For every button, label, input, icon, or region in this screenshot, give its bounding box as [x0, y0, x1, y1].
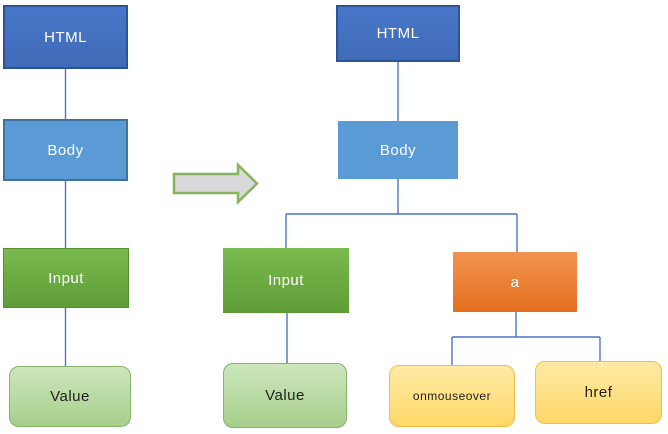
- node-before-body: Body: [3, 119, 128, 181]
- node-after-value: Value: [223, 363, 347, 428]
- node-before-html: HTML: [3, 5, 128, 69]
- node-after-body: Body: [338, 121, 458, 179]
- node-before-input: Input: [3, 248, 129, 308]
- node-before-value: Value: [9, 366, 131, 427]
- node-after-input: Input: [223, 248, 349, 313]
- connector-lines: [64, 62, 601, 366]
- node-after-a: a: [453, 252, 577, 312]
- node-after-onmouseover: onmouseover: [389, 365, 515, 427]
- node-after-html: HTML: [336, 5, 460, 62]
- node-after-href: href: [535, 361, 662, 424]
- transform-arrow-icon: [172, 162, 259, 205]
